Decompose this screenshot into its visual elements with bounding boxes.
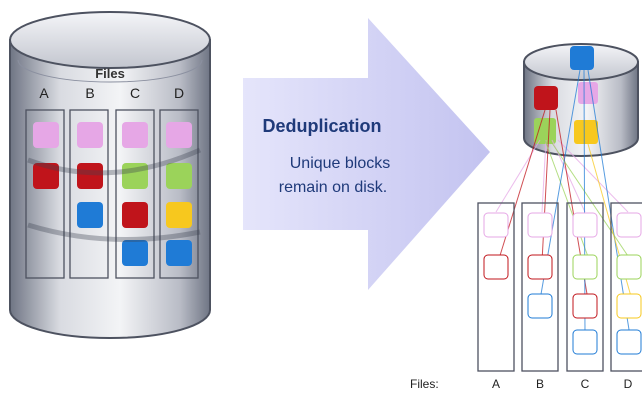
unique-block-pink [578,82,598,104]
right-column-label-c: C [581,377,590,391]
right-file-columns [477,202,642,372]
block-a2-red [33,163,59,189]
left-cylinder-top [9,11,211,69]
left-column-label-a: A [39,85,49,101]
block-c1-pink [122,122,148,148]
block-c4-blue [122,240,148,266]
left-column-label-b: B [85,85,94,101]
arrow-title: Deduplication [262,116,381,136]
right-column-label-b: B [536,377,544,391]
right-storage-cylinder [523,43,639,157]
ref-c1-pink [572,212,598,238]
block-c2-green [122,163,148,189]
ref-d1-pink [616,212,642,238]
ref-c2-green [572,254,598,280]
reference-lines [495,69,633,337]
left-swoosh-lower [27,222,201,243]
ref-b1-pink [527,212,553,238]
ref-c4-blue [572,329,598,355]
block-d1-pink [166,122,192,148]
left-file-column-d [159,109,199,279]
right-column-label-a: A [492,377,500,391]
ref-a2-red [483,254,509,280]
unique-block-green [534,118,556,144]
arrow-description-line-1: Unique blocks [290,155,391,172]
unique-block-blue [570,46,594,70]
block-b2-red [77,163,103,189]
right-file-column-a [477,202,515,372]
ref-c3-red [572,293,598,319]
block-d2-green [166,163,192,189]
left-column-label-d: D [174,85,184,101]
files-label: Files: [410,377,439,391]
left-file-column-a [25,109,65,279]
deduplication-arrow: Deduplication Unique blocks remain on di… [243,18,490,290]
left-swoosh-upper [27,147,202,176]
left-file-column-b [69,109,109,279]
block-c3-red [122,202,148,228]
block-b3-blue [77,202,103,228]
block-d4-blue [166,240,192,266]
ref-b2-red [527,254,553,280]
left-cylinder-inner-band [17,59,203,83]
ref-d3-yellow [616,293,642,319]
block-b1-pink [77,122,103,148]
ref-a1-pink [483,212,509,238]
left-files-title: Files [95,66,125,81]
left-storage-cylinder: Files A B C D [9,11,211,339]
ref-d2-green [616,254,642,280]
ref-d4-blue [616,329,642,355]
ref-b3-blue [527,293,553,319]
unique-block-red [534,86,558,110]
arrow-description-line-2: remain on disk. [279,179,388,196]
left-column-label-c: C [130,85,140,101]
left-file-column-c [115,109,155,279]
right-file-column-c [566,202,604,372]
block-a1-pink [33,122,59,148]
right-file-column-d [610,202,642,372]
right-file-column-b [521,202,559,372]
unique-block-yellow [574,120,598,144]
arrow-shape [243,18,490,290]
right-column-label-d: D [624,377,633,391]
block-d3-yellow [166,202,192,228]
